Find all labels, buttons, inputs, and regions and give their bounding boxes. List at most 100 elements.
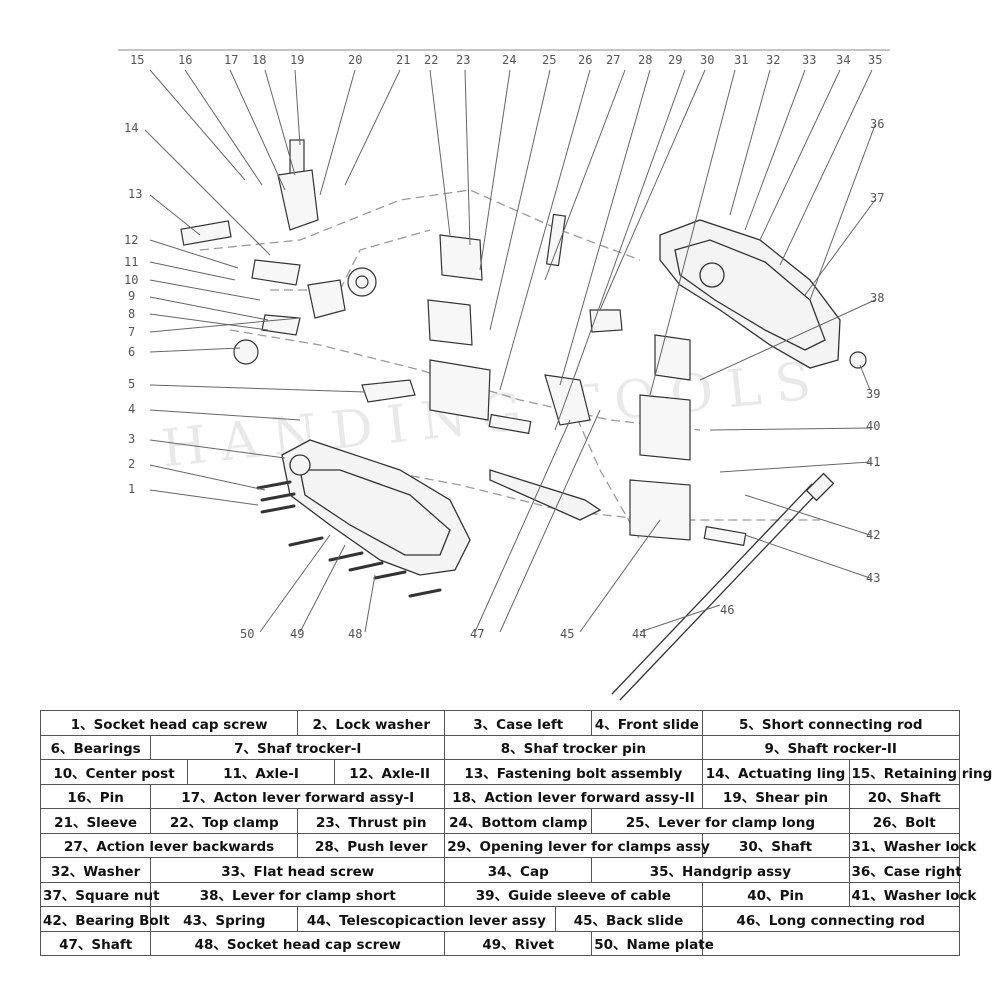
part-7: 7、Shaf trocker-I bbox=[150, 734, 446, 760]
callout-16: 16 bbox=[178, 53, 192, 67]
part-45: 45、Back slide bbox=[554, 906, 703, 932]
case-right bbox=[659, 219, 841, 369]
callout-22: 22 bbox=[424, 53, 438, 67]
part-37: 37、Square nut bbox=[39, 881, 160, 907]
part-39: 39、Guide sleeve of cable bbox=[444, 881, 703, 907]
table-row: 37、Square nut 38、Lever for clamp short 3… bbox=[39, 881, 976, 907]
part-30: 30、Shaft bbox=[701, 832, 850, 858]
empty-cell bbox=[701, 930, 960, 956]
callout-46: 46 bbox=[720, 603, 734, 617]
part-46: 46、Long connecting rod bbox=[701, 906, 960, 932]
callout-39: 39 bbox=[866, 387, 880, 401]
leader-lines bbox=[144, 69, 876, 633]
callout-27: 27 bbox=[606, 53, 620, 67]
part-8: 8、Shaf trocker pin bbox=[444, 734, 703, 760]
part-50: 50、Name plate bbox=[591, 930, 714, 956]
part-36: 36、Case right bbox=[848, 857, 962, 883]
part-34: 34、Cap bbox=[444, 857, 593, 883]
part-11: 11、Axle-I bbox=[187, 759, 335, 785]
callout-47: 47 bbox=[470, 627, 484, 641]
callout-11: 11 bbox=[124, 255, 138, 269]
part-35: 35、Handgrip assy bbox=[591, 857, 850, 883]
part-43: 43、Spring bbox=[150, 906, 299, 932]
part-12: 12、Axle-II bbox=[333, 759, 446, 785]
part-44: 44、Telescopicaction lever assy bbox=[297, 906, 556, 932]
case-left bbox=[281, 439, 471, 576]
callout-50: 50 bbox=[240, 627, 254, 641]
part-16: 16、Pin bbox=[39, 783, 152, 809]
table-row: 42、Bearing Bolt 43、Spring 44、Telescopica… bbox=[39, 906, 960, 932]
callout-31: 31 bbox=[734, 53, 748, 67]
part-shapes bbox=[180, 139, 867, 547]
callout-38: 38 bbox=[870, 291, 884, 305]
callout-29: 29 bbox=[668, 53, 682, 67]
part-49: 49、Rivet bbox=[444, 930, 593, 956]
callout-42: 42 bbox=[866, 528, 880, 542]
callout-32: 32 bbox=[766, 53, 780, 67]
telescopic-lever bbox=[611, 472, 835, 701]
part-48: 48、Socket head cap screw bbox=[150, 930, 446, 956]
parts-list-table: 1、Socket head cap screw 2、Lock washer 3、… bbox=[39, 710, 992, 956]
screws bbox=[256, 480, 442, 598]
callout-13: 13 bbox=[128, 187, 142, 201]
part-42: 42、Bearing Bolt bbox=[39, 906, 170, 932]
table-row: 27、Action lever backwards 28、Push lever … bbox=[39, 832, 976, 858]
callout-3: 3 bbox=[128, 432, 135, 446]
part-14: 14、Actuating ling bbox=[701, 759, 850, 785]
callout-18: 18 bbox=[252, 53, 266, 67]
callout-labels: 1 2 3 4 5 6 7 8 9 10 11 12 13 14 15 16 1… bbox=[124, 53, 884, 641]
callout-15: 15 bbox=[130, 53, 144, 67]
callout-8: 8 bbox=[128, 307, 135, 321]
callout-26: 26 bbox=[578, 53, 592, 67]
part-31: 31、Washer lock bbox=[848, 832, 976, 858]
callout-1: 1 bbox=[128, 482, 135, 496]
callout-19: 19 bbox=[290, 53, 304, 67]
callout-43: 43 bbox=[866, 571, 880, 585]
callout-14: 14 bbox=[124, 121, 138, 135]
callout-44: 44 bbox=[632, 627, 646, 641]
callout-24: 24 bbox=[502, 53, 516, 67]
part-24: 24、Bottom clamp bbox=[444, 808, 593, 834]
callout-2: 2 bbox=[128, 457, 135, 471]
part-22: 22、Top clamp bbox=[150, 808, 299, 834]
callout-5: 5 bbox=[128, 377, 135, 391]
table-row: 10、Center post 11、Axle-I 12、Axle-II 13、F… bbox=[40, 759, 992, 785]
part-47: 47、Shaft bbox=[39, 930, 152, 956]
callout-7: 7 bbox=[128, 325, 135, 339]
part-29: 29、Opening lever for clamps assy bbox=[444, 832, 710, 858]
callout-4: 4 bbox=[128, 402, 135, 416]
part-28: 28、Push lever bbox=[297, 832, 446, 858]
callout-28: 28 bbox=[638, 53, 652, 67]
part-4: 4、Front slide bbox=[591, 710, 703, 736]
callout-35: 35 bbox=[868, 53, 882, 67]
exploded-parts-diagram: 1 2 3 4 5 6 7 8 9 10 11 12 13 14 15 16 1… bbox=[118, 49, 890, 701]
part-27: 27、Action lever backwards bbox=[39, 832, 299, 858]
callout-21: 21 bbox=[396, 53, 410, 67]
part-18: 18、Action lever forward assy-II bbox=[444, 783, 703, 809]
part-3: 3、Case left bbox=[444, 710, 593, 736]
part-9: 9、Shaft rocker-II bbox=[701, 734, 960, 760]
table-row: 1、Socket head cap screw 2、Lock washer 3、… bbox=[39, 710, 960, 736]
callout-41: 41 bbox=[866, 455, 880, 469]
part-38: 38、Lever for clamp short bbox=[150, 881, 446, 907]
callout-10: 10 bbox=[124, 273, 138, 287]
part-6: 6、Bearings bbox=[39, 734, 152, 760]
callout-17: 17 bbox=[224, 53, 238, 67]
callout-33: 33 bbox=[802, 53, 816, 67]
callout-45: 45 bbox=[560, 627, 574, 641]
part-15: 15、Retaining ring bbox=[848, 759, 992, 785]
table-row: 32、Washer 33、Flat head screw 34、Cap 35、H… bbox=[39, 857, 962, 883]
callout-49: 49 bbox=[290, 627, 304, 641]
part-25: 25、Lever for clamp long bbox=[591, 808, 850, 834]
callout-34: 34 bbox=[836, 53, 850, 67]
part-10: 10、Center post bbox=[40, 759, 188, 785]
callout-30: 30 bbox=[700, 53, 714, 67]
callout-12: 12 bbox=[124, 233, 138, 247]
part-13: 13、Fastening bolt assembly bbox=[444, 759, 703, 785]
part-23: 23、Thrust pin bbox=[297, 808, 446, 834]
callout-20: 20 bbox=[348, 53, 362, 67]
callout-48: 48 bbox=[348, 627, 362, 641]
long-connecting-rod bbox=[489, 469, 602, 521]
part-21: 21、Sleeve bbox=[39, 808, 152, 834]
table-row: 16、Pin 17、Acton lever forward assy-I 18、… bbox=[39, 783, 960, 809]
